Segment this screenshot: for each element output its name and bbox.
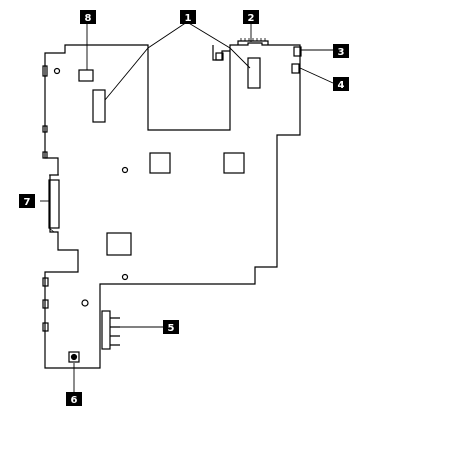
connector-7 — [48, 179, 60, 229]
header-pins — [240, 38, 266, 41]
mount-hole — [53, 67, 61, 75]
mount-hole — [121, 166, 129, 174]
svg-text:1: 1 — [185, 13, 192, 24]
left-lower-port — [42, 277, 49, 287]
callout-2: 2 — [243, 10, 259, 24]
connector-4 — [291, 63, 300, 74]
connector-3 — [293, 46, 302, 57]
callout-7: 7 — [19, 194, 35, 208]
component-8 — [78, 69, 94, 82]
svg-text:7: 7 — [24, 197, 31, 208]
leader-lines — [40, 21, 334, 392]
svg-text:8: 8 — [85, 13, 92, 24]
mount-hole — [81, 299, 89, 307]
mount-hole — [121, 273, 129, 281]
left-port-mid — [42, 125, 48, 133]
callout-3: 3 — [333, 44, 349, 58]
chip-lower — [106, 232, 132, 256]
chip-center-left — [149, 152, 171, 174]
svg-text:4: 4 — [338, 80, 345, 91]
component-6 — [68, 351, 80, 363]
svg-text:6: 6 — [71, 395, 78, 406]
left-lower-port — [42, 322, 49, 332]
left-port-lower — [42, 151, 48, 159]
svg-text:3: 3 — [338, 47, 345, 58]
left-port-top — [42, 65, 48, 77]
board-outline — [44, 42, 301, 369]
callout-4: 4 — [333, 77, 349, 91]
callout-8: 8 — [80, 10, 96, 24]
connector-7-detail — [48, 174, 59, 233]
connector-5 — [101, 310, 111, 350]
svg-text:5: 5 — [168, 323, 175, 334]
left-lower-port — [42, 299, 49, 309]
callout-1: 1 — [180, 10, 196, 24]
svg-text:2: 2 — [248, 13, 255, 24]
chip-1a — [92, 89, 106, 123]
callout-5: 5 — [163, 320, 179, 334]
callout-6: 6 — [66, 392, 82, 406]
chip-center-right — [223, 152, 245, 174]
small-square — [215, 52, 224, 61]
component-6-dot — [70, 353, 78, 361]
chip-1b — [247, 57, 261, 89]
connector-5-pins — [110, 317, 120, 346]
